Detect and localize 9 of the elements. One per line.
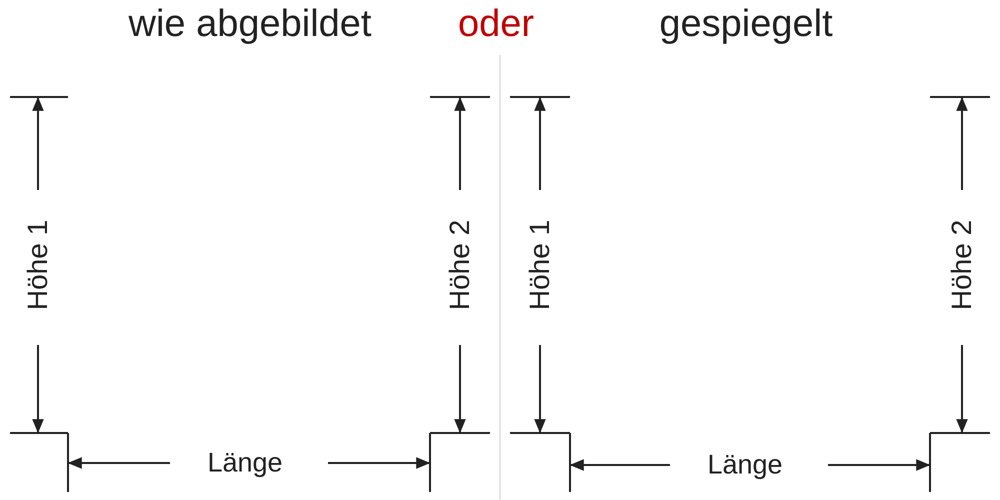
heading: oder: [458, 5, 534, 43]
dimension-label: Länge: [707, 452, 783, 478]
heading: wie abgebildet: [128, 5, 372, 43]
dimension-label: Höhe 2: [948, 220, 976, 310]
heading: gespiegelt: [659, 5, 833, 43]
dimension-label: Höhe 1: [526, 220, 554, 310]
dimension-label: Höhe 1: [24, 220, 52, 310]
dimension-label: Höhe 2: [446, 220, 474, 310]
dimension-label: Länge: [207, 450, 283, 476]
